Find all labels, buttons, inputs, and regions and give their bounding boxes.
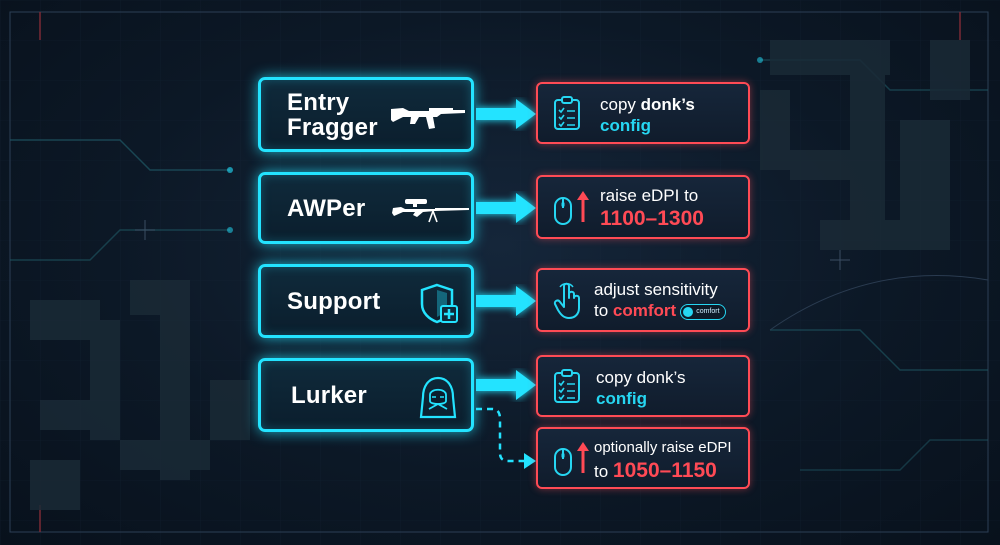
toggle-knob [683,306,694,317]
dashed-arrow-lurker-optional [476,407,536,469]
role-lurker: Lurker [258,358,474,432]
shield-plus-icon [420,283,458,324]
role-awper: AWPer [258,172,474,244]
clipboard-checklist-icon [554,369,580,403]
role-label: AWPer [287,194,366,222]
tip-copy-config-entry: copy donk’s config [536,82,750,144]
tip-optional-raise-edpi: optionally raise eDPI to 1050–1150 [536,427,750,489]
mouse-arrow-up-icon [554,191,589,225]
hand-pointer-icon [553,282,580,319]
clipboard-checklist-icon [554,96,580,130]
tip-text: raise eDPI to 1100–1300 [600,186,704,230]
role-label: Entry Fragger [287,88,378,141]
assault-rifle-icon [391,108,465,129]
role-entry-fragger: Entry Fragger [258,77,474,152]
comfort-toggle[interactable]: comfort [680,303,726,320]
role-support: Support [258,264,474,338]
sniper-rifle-icon [392,199,469,223]
role-label: Support [287,287,381,315]
hooded-figure-icon [419,376,457,419]
arrow-support-to-tip [476,286,536,316]
role-label: Lurker [291,381,367,409]
arrow-entry-to-tip [476,99,536,129]
tip-raise-edpi-awper: raise eDPI to 1100–1300 [536,175,750,239]
arrow-lurker-to-tip [476,370,536,400]
arrow-awper-to-tip [476,193,536,223]
tip-copy-config-lurker: copy donk’s config [536,355,750,417]
tip-text: copy donk’s config [600,95,695,135]
mouse-arrow-up-icon [554,442,589,476]
tip-text: copy donk’s config [596,368,686,408]
tip-text: optionally raise eDPI to 1050–1150 [594,439,732,482]
